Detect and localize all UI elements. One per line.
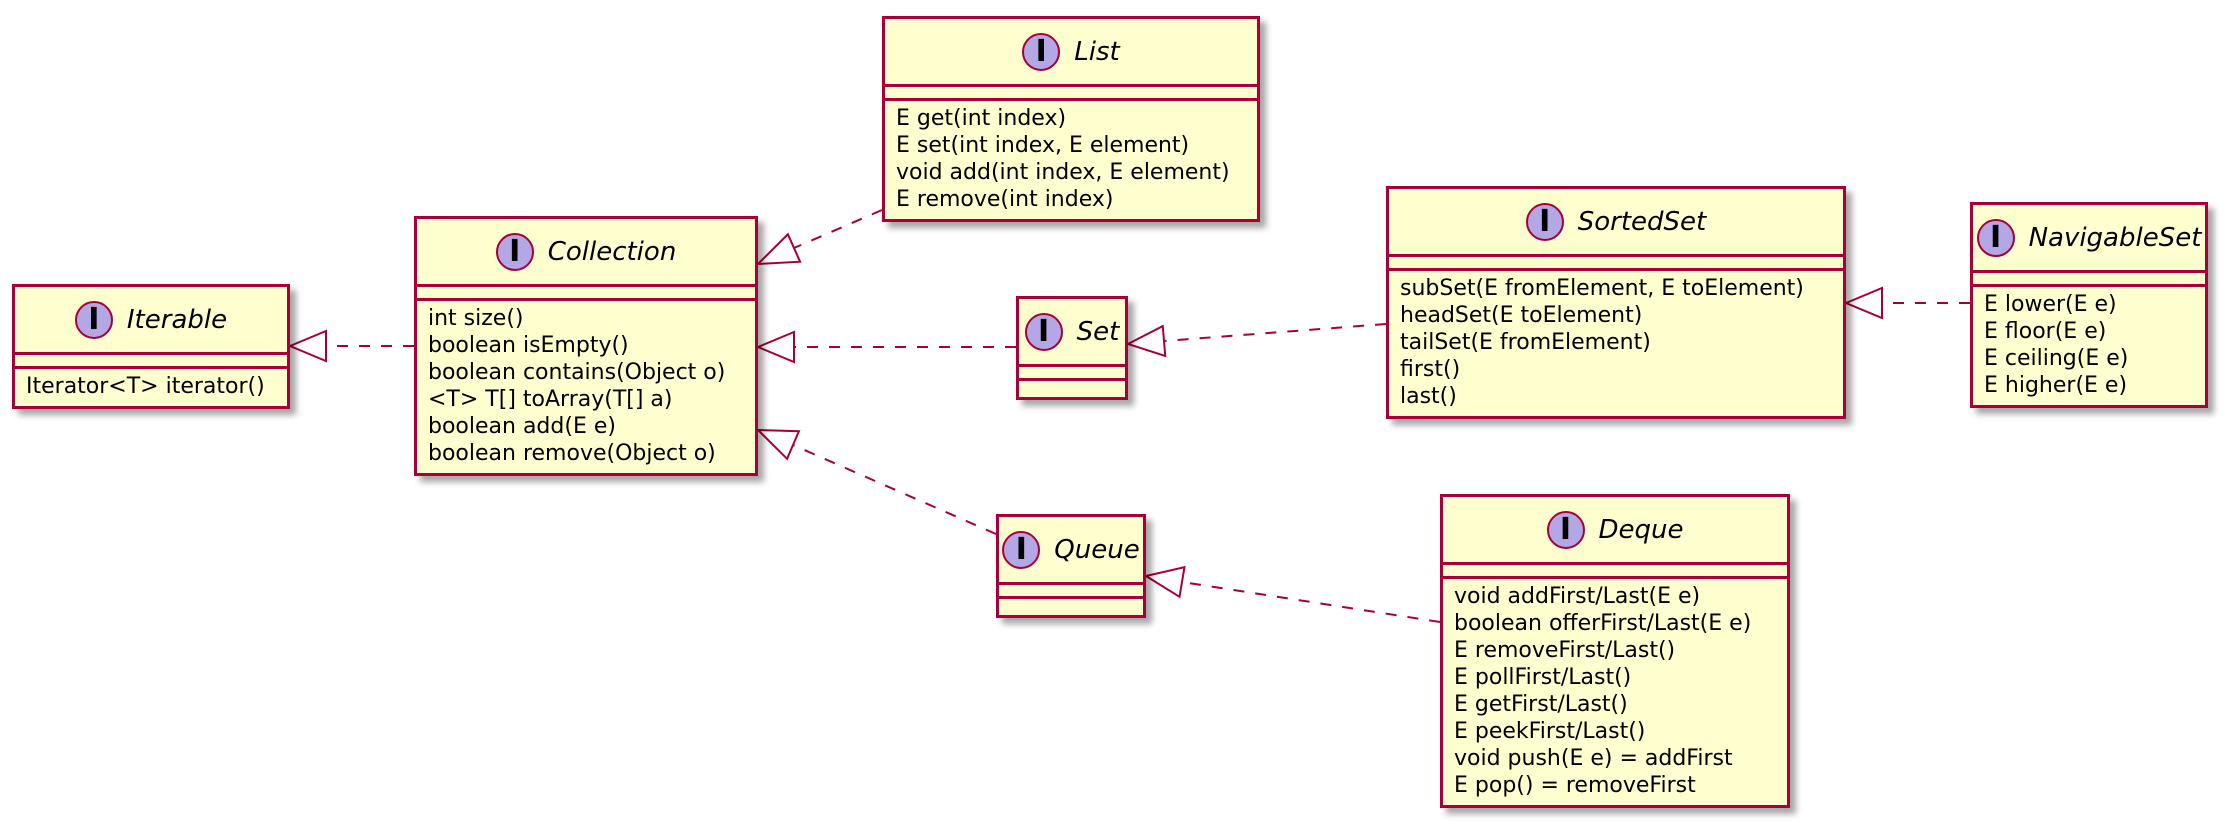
interface-badge-icon: I — [1525, 202, 1564, 241]
interface-badge-icon: I — [1546, 510, 1585, 549]
realization-arrowhead-icon — [755, 428, 801, 461]
method: boolean isEmpty() — [428, 333, 629, 358]
realization-arrowhead-icon — [755, 232, 802, 266]
method: E higher(E e) — [1984, 373, 2128, 398]
interface-badge-icon: I — [74, 300, 113, 339]
method: E getFirst/Last() — [1454, 692, 1628, 717]
method: E get(int index) — [896, 106, 1067, 131]
interface-badge-icon: I — [1022, 32, 1061, 71]
method: E peekFirst/Last() — [1454, 719, 1646, 744]
method: E floor(E e) — [1984, 319, 2107, 344]
method: boolean offerFirst/Last(E e) — [1454, 611, 1752, 636]
method: headSet(E toElement) — [1400, 303, 1643, 328]
relation-set-collection — [755, 330, 1016, 364]
relation-queue-collection — [755, 428, 997, 535]
interface-name: NavigableSet — [2028, 222, 2202, 253]
interface-badge-icon: I — [1976, 218, 2015, 257]
interface-collection[interactable]: I Collection int size() boolean isEmpty()… — [414, 216, 758, 476]
interface-name: Set — [1076, 316, 1120, 347]
method: E pollFirst/Last() — [1454, 665, 1632, 690]
method: void addFirst/Last(E e) — [1454, 584, 1701, 609]
interface-badge-icon: I — [1002, 530, 1041, 569]
interface-name: SortedSet — [1577, 206, 1707, 237]
method: boolean remove(Object o) — [428, 441, 716, 466]
interface-set[interactable]: I Set — [1016, 296, 1128, 400]
method: E remove(int index) — [896, 187, 1114, 212]
method: E set(int index, E element) — [896, 133, 1190, 158]
method: E lower(E e) — [1984, 292, 2117, 317]
method: subSet(E fromElement, E toElement) — [1400, 276, 1804, 301]
interface-sortedset[interactable]: I SortedSet subSet(E fromElement, E toEle… — [1386, 186, 1846, 419]
relation-sortedset-set — [1125, 323, 1387, 358]
interface-name: Iterable — [126, 304, 228, 335]
method: E ceiling(E e) — [1984, 346, 2129, 371]
realization-arrowhead-icon — [1143, 565, 1186, 599]
method: int size() — [428, 306, 524, 331]
realization-arrowhead-icon — [287, 329, 327, 363]
interface-queue[interactable]: I Queue — [996, 514, 1146, 618]
method: first() — [1400, 357, 1461, 382]
method: void push(E e) = addFirst — [1454, 746, 1733, 771]
interface-name: Queue — [1054, 534, 1140, 565]
method: Iterator<T> iterator() — [26, 374, 265, 399]
relation-list-collection — [755, 209, 883, 266]
interface-deque[interactable]: I Deque void addFirst/Last(E e) boolean o… — [1440, 494, 1790, 808]
relation-navigableset-sortedset — [1843, 286, 1970, 320]
method: E removeFirst/Last() — [1454, 638, 1676, 663]
interface-name: List — [1074, 36, 1120, 67]
interface-name: Collection — [547, 236, 677, 267]
relation-collection-iterable — [287, 329, 414, 363]
interface-badge-icon: I — [1024, 312, 1063, 351]
interface-iterable[interactable]: I Iterable Iterator<T> iterator() — [12, 284, 290, 409]
method: <T> T[] toArray(T[] a) — [428, 387, 673, 412]
method: E pop() = removeFirst — [1454, 773, 1696, 798]
method: tailSet(E fromElement) — [1400, 330, 1651, 355]
relation-deque-queue — [1143, 565, 1441, 623]
method: last() — [1400, 384, 1457, 409]
interface-name: Deque — [1598, 514, 1684, 545]
realization-arrowhead-icon — [1843, 286, 1883, 320]
interface-list[interactable]: I List E get(int index) E set(int index, … — [882, 16, 1260, 222]
method: boolean contains(Object o) — [428, 360, 726, 385]
method: void add(int index, E element) — [896, 160, 1230, 185]
method: boolean add(E e) — [428, 414, 616, 439]
realization-arrowhead-icon — [755, 330, 795, 364]
interface-badge-icon: I — [495, 232, 534, 271]
realization-arrowhead-icon — [1125, 324, 1167, 358]
